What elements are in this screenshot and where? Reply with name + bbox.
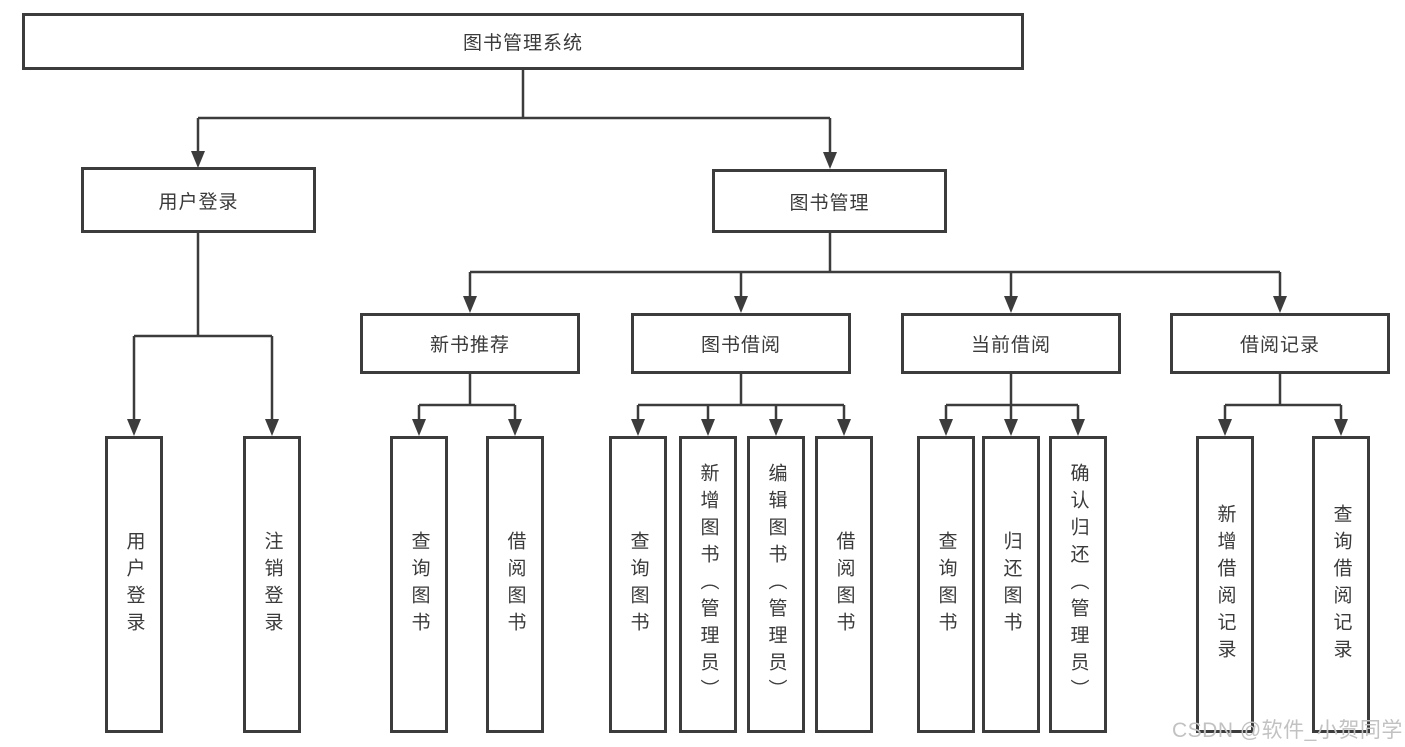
node-new-book-recommend: 新书推荐 <box>360 313 580 374</box>
node-leaf-logout-label: 注销登录 <box>261 530 283 639</box>
node-leaf-confirm-return-admin-label: 确认归还（管理员） <box>1067 463 1089 706</box>
edge-root-to-level2 <box>196 70 832 155</box>
edge-book-mgmt-to-level3 <box>468 233 1282 298</box>
node-leaf-query-borrow-record-label: 查询借阅记录 <box>1330 503 1352 666</box>
node-borrow-records-label: 借阅记录 <box>1239 335 1320 356</box>
node-leaf-query-books-current: 查询图书 <box>917 436 975 733</box>
edge-borrow-records-to-leaves <box>1223 374 1343 421</box>
node-leaf-borrow-books-label: 借阅图书 <box>833 530 855 639</box>
node-leaf-edit-books-admin-label: 编辑图书（管理员） <box>765 463 787 706</box>
node-leaf-return-books: 归还图书 <box>982 436 1040 733</box>
node-leaf-confirm-return-admin: 确认归还（管理员） <box>1049 436 1107 733</box>
node-leaf-add-borrow-record: 新增借阅记录 <box>1196 436 1254 733</box>
edge-new-book-rec-to-leaves <box>417 374 517 421</box>
node-leaf-user-login-label: 用户登录 <box>123 530 145 639</box>
csdn-watermark: CSDN @软件_小贺同学 <box>1172 719 1403 742</box>
node-book-management: 图书管理 <box>712 169 947 233</box>
node-leaf-add-books-admin-label: 新增图书（管理员） <box>697 463 719 706</box>
node-leaf-return-books-label: 归还图书 <box>1000 530 1022 639</box>
node-leaf-add-borrow-record-label: 新增借阅记录 <box>1214 503 1236 666</box>
node-leaf-query-books: 查询图书 <box>609 436 667 733</box>
node-leaf-borrow-books: 借阅图书 <box>815 436 873 733</box>
node-leaf-edit-books-admin: 编辑图书（管理员） <box>747 436 805 733</box>
node-user-login: 用户登录 <box>81 167 316 233</box>
edge-book-borrow-to-leaves <box>636 374 846 421</box>
node-borrow-records: 借阅记录 <box>1170 313 1390 374</box>
node-leaf-add-books-admin: 新增图书（管理员） <box>679 436 737 733</box>
node-current-borrow: 当前借阅 <box>901 313 1121 374</box>
node-new-book-recommend-label: 新书推荐 <box>429 335 510 356</box>
node-book-borrow-label: 图书借阅 <box>700 335 781 356</box>
edge-current-borrow-to-leaves <box>944 374 1080 421</box>
node-leaf-logout: 注销登录 <box>243 436 301 733</box>
node-leaf-user-login: 用户登录 <box>105 436 163 733</box>
node-root-system: 图书管理系统 <box>22 13 1024 70</box>
node-leaf-query-books-current-label: 查询图书 <box>935 530 957 639</box>
edge-user-login-to-leaves <box>132 233 274 421</box>
node-current-borrow-label: 当前借阅 <box>970 335 1051 356</box>
node-root-label: 图书管理系统 <box>462 33 583 54</box>
node-user-login-label: 用户登录 <box>158 191 239 213</box>
node-leaf-borrow-books-rec: 借阅图书 <box>486 436 544 733</box>
node-leaf-query-books-rec-label: 查询图书 <box>408 530 430 639</box>
arrowheads <box>127 151 1348 436</box>
node-leaf-query-books-label: 查询图书 <box>627 530 649 639</box>
node-leaf-query-borrow-record: 查询借阅记录 <box>1312 436 1370 733</box>
node-book-borrow: 图书借阅 <box>631 313 851 374</box>
node-book-management-label: 图书管理 <box>789 192 870 214</box>
node-leaf-borrow-books-rec-label: 借阅图书 <box>504 530 526 639</box>
node-leaf-query-books-rec: 查询图书 <box>390 436 448 733</box>
